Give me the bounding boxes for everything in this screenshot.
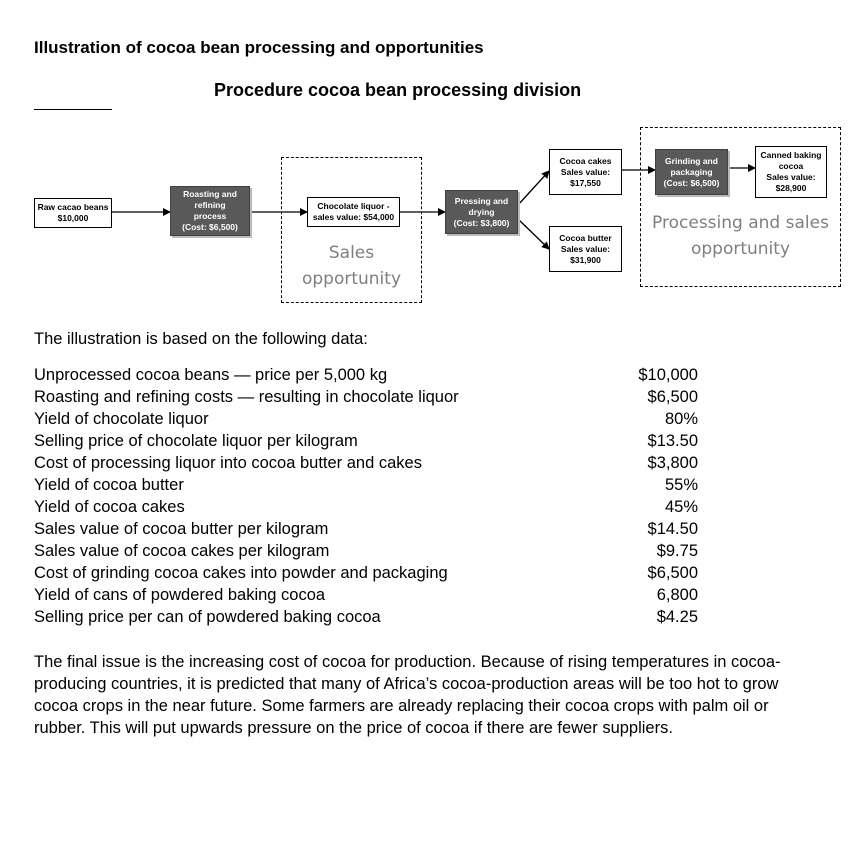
data-row: Unprocessed cocoa beans — price per 5,00… xyxy=(34,366,698,384)
data-row: Roasting and refining costs — resulting … xyxy=(34,388,698,406)
data-intro: The illustration is based on the followi… xyxy=(34,330,368,348)
grinding-packaging-node: Grinding and packaging (Cost: $6,500) xyxy=(655,149,728,195)
data-row: Cost of grinding cocoa cakes into powder… xyxy=(34,564,698,582)
data-row: Yield of cocoa cakes 45% xyxy=(34,498,698,516)
divider-line xyxy=(34,109,112,110)
closing-paragraph: The final issue is the increasing cost o… xyxy=(34,653,781,737)
canned-baking-cocoa-node: Canned baking cocoa Sales value: $28,900 xyxy=(755,146,827,198)
arrow-pressing-to-cakes xyxy=(517,170,550,206)
chocolate-liquor-node: Chocolate liquor - sales value: $54,000 xyxy=(307,197,400,227)
data-row: Selling price of chocolate liquor per ki… xyxy=(34,432,698,450)
sales-opportunity-box xyxy=(281,157,422,303)
flow-arrows xyxy=(112,164,756,250)
page-title: Illustration of cocoa bean processing an… xyxy=(34,38,484,57)
arrow-pressing-to-butter xyxy=(517,218,550,250)
diagram-subtitle: Procedure cocoa bean processing division xyxy=(214,80,582,100)
raw-cacao-beans-node: Raw cacao beans $10,000 xyxy=(34,198,112,228)
data-row: Sales value of cocoa cakes per kilogram … xyxy=(34,542,698,560)
data-row: Yield of cans of powdered baking cocoa 6… xyxy=(34,586,698,604)
sales-opportunity-label: Sales opportunity xyxy=(301,243,402,289)
cocoa-butter-node: Cocoa butter Sales value: $31,900 xyxy=(549,226,622,272)
data-row: Sales value of cocoa butter per kilogram… xyxy=(34,520,698,538)
pressing-drying-node: Pressing and drying (Cost: $3,800) xyxy=(445,190,518,234)
processing-opportunity-label: Processing and sales opportunity xyxy=(652,213,829,259)
data-row: Yield of chocolate liquor 80% xyxy=(34,410,698,428)
processing-opportunity-box xyxy=(640,127,841,287)
data-row: Cost of processing liquor into cocoa but… xyxy=(34,454,698,472)
data-row: Yield of cocoa butter 55% xyxy=(34,476,698,494)
roasting-refining-node: Roasting and refining process (Cost: $6,… xyxy=(170,186,250,236)
cocoa-cakes-node: Cocoa cakes Sales value: $17,550 xyxy=(549,149,622,195)
data-row: Selling price per can of powdered baking… xyxy=(34,608,698,626)
